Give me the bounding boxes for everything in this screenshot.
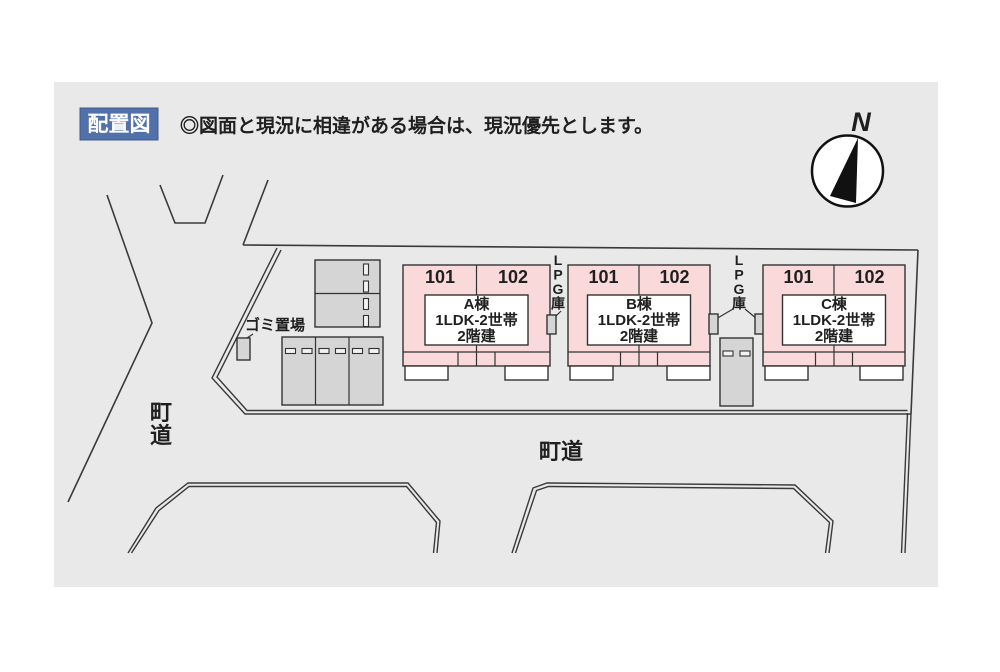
south-parcel-left-inner-line (130, 485, 438, 554)
wheel-stop (722, 350, 734, 357)
building-c-info-box (781, 294, 887, 346)
garbage-area-group: ゴミ置場 (236, 316, 305, 361)
site-boundary-right-line (910, 249, 919, 415)
lpg-label-char: L (554, 252, 563, 268)
compass-needle-icon (830, 138, 858, 203)
south-parcel-right-outer-line (511, 482, 834, 554)
building-c-floors: 2階建 (815, 327, 854, 345)
lpg-label-char: G (734, 281, 745, 297)
lpg-label-char: P (553, 267, 562, 283)
parking-lower-block (281, 336, 384, 406)
parking-stall-middle (719, 337, 754, 407)
site-boundary-double-outer-line (211, 247, 911, 415)
north-access-line (242, 179, 269, 246)
road-labels: 町 道 町道 (150, 400, 583, 464)
wheel-stop (362, 314, 370, 328)
lpg-box (546, 314, 557, 335)
building-c-plan: 1LDK-2世帯 (793, 311, 876, 329)
unit-label: 102 (498, 267, 528, 287)
entrance-porch (504, 365, 549, 381)
lpg-label-char: 庫 (551, 296, 565, 312)
road-junction-notch-line (159, 174, 224, 224)
lpg-box (708, 313, 719, 335)
title-badge (79, 107, 159, 141)
building-a-plan: 1LDK-2世帯 (435, 311, 518, 329)
wheel-stop (362, 280, 370, 293)
wheel-stop (362, 297, 370, 311)
east-road-edge-inner-line (900, 412, 909, 554)
building-b-name: B棟 (626, 295, 653, 313)
lpg-storage-1: L P G 庫 (546, 252, 565, 335)
south-parcel-right-inner-line (514, 485, 831, 554)
garbage-area-label: ゴミ置場 (245, 316, 305, 334)
road-left-label-char1: 町 (150, 400, 172, 425)
entrance-porch (569, 365, 614, 381)
wheel-stop (318, 347, 330, 355)
south-parcel-left-outer-line (127, 482, 441, 554)
lpg-leader-line (715, 308, 734, 320)
entrance-porch (859, 365, 904, 381)
building-b-info-box (586, 294, 692, 346)
entrance-porch (404, 365, 449, 381)
roads-and-boundaries (67, 174, 919, 554)
header: 配置図 ◎図面と現況に相違がある場合は、現況優先とします。 (79, 107, 653, 141)
wheel-stop (351, 347, 364, 355)
lpg-label-char: L (735, 252, 744, 268)
entrance-porch (764, 365, 809, 381)
building-a-info-box (424, 294, 529, 346)
wheel-stop (301, 347, 313, 355)
north-compass: N (810, 107, 885, 208)
building-b-floors: 2階建 (620, 327, 659, 345)
unit-label: 102 (854, 267, 884, 287)
north-label: N (851, 107, 871, 137)
building-a: 101 102 A棟 1LDK-2世帯 2階建 (402, 264, 551, 381)
wheel-stop (739, 350, 751, 357)
unit-label: 101 (783, 267, 813, 287)
unit-label: 101 (425, 267, 455, 287)
building-c: 101 102 C棟 1LDK-2世帯 2階建 (762, 264, 906, 381)
building-a-floors: 2階建 (457, 327, 496, 345)
left-road-edge-line (67, 194, 153, 503)
wheel-stop (334, 347, 347, 355)
entrance-porch (666, 365, 711, 381)
building-b: 101 102 B棟 1LDK-2世帯 2階建 (567, 264, 711, 381)
garbage-box (236, 337, 251, 361)
building-c-name: C棟 (821, 295, 848, 313)
building-b-plan: 1LDK-2世帯 (598, 311, 681, 329)
east-road-edge-outer-line (904, 413, 912, 554)
parking-lower-area (281, 336, 384, 406)
site-boundary-top-line (242, 244, 919, 251)
unit-label: 102 (659, 267, 689, 287)
site-boundary-double-inner-line (216, 249, 908, 412)
road-left-label-char2: 道 (150, 423, 172, 448)
road-bottom-label: 町道 (539, 439, 583, 464)
wheel-stop (368, 347, 380, 355)
building-a-name: A棟 (464, 295, 491, 313)
lpg-label-char: 庫 (732, 296, 746, 312)
parking-upper-block (314, 259, 381, 328)
lpg-storage-2: L P G 庫 (708, 252, 765, 407)
disclaimer-note: ◎図面と現況に相違がある場合は、現況優先とします。 (180, 114, 653, 137)
lpg-label-char: G (553, 281, 564, 297)
wheel-stop (362, 263, 370, 276)
page-title: 配置図 (88, 113, 151, 136)
wheel-stop (284, 347, 297, 355)
unit-label: 101 (588, 267, 618, 287)
lpg-label-char: P (734, 267, 743, 283)
